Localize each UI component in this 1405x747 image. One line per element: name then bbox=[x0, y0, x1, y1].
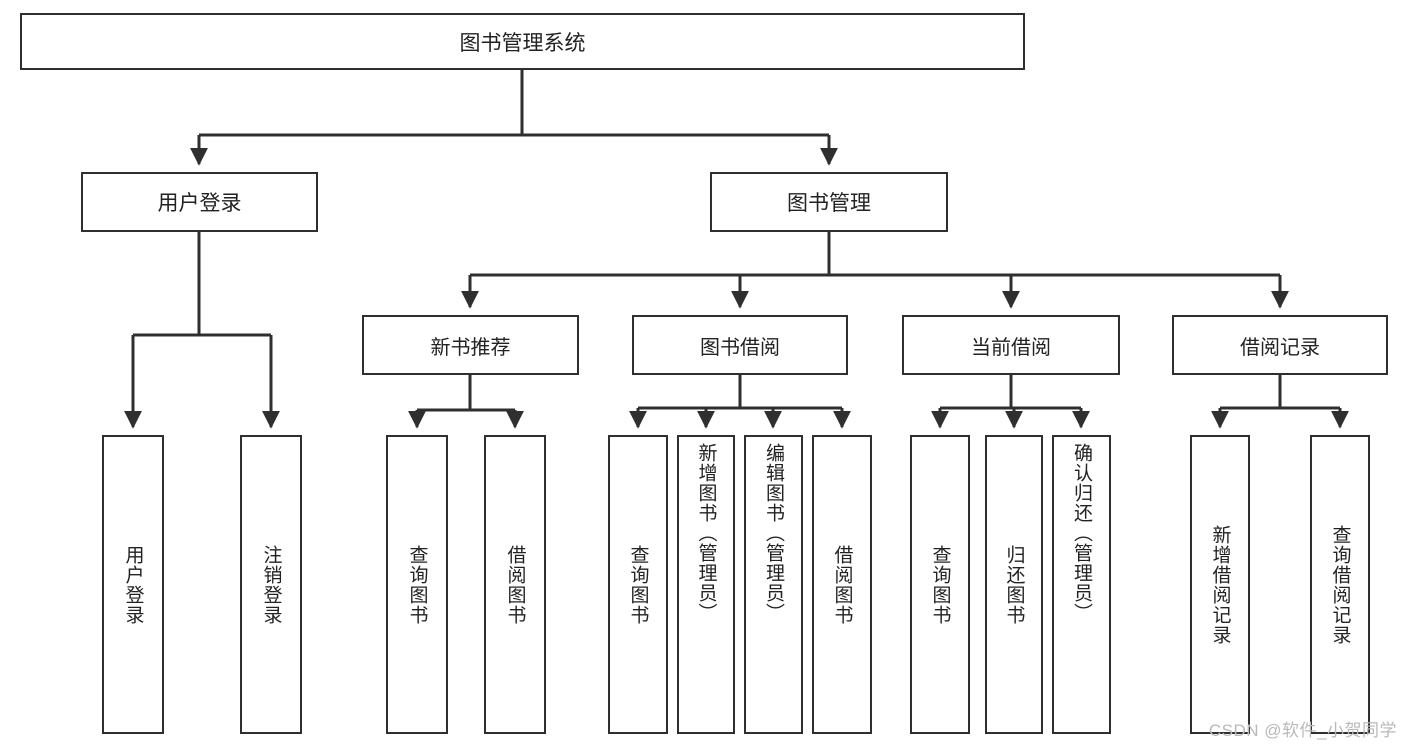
leaf-query-borrow-record[interactable]: 查询借阅记录 bbox=[1310, 435, 1370, 734]
leaf-borrow-books-borrowing-label: 借阅图书 bbox=[831, 544, 853, 625]
leaf-query-borrow-record-label: 查询借阅记录 bbox=[1329, 524, 1351, 645]
leaf-confirm-return-admin-label: 确认归还（管理员） bbox=[1071, 443, 1093, 623]
leaf-text-wrap: 新增借阅记录 bbox=[1192, 437, 1248, 732]
leaf-text-wrap: 归还图书 bbox=[987, 437, 1041, 732]
leaf-confirm-return-admin[interactable]: 确认归还（管理员） bbox=[1052, 435, 1111, 734]
leaf-borrow-books-recommend[interactable]: 借阅图书 bbox=[484, 435, 546, 734]
node-root-label: 图书管理系统 bbox=[459, 31, 586, 55]
node-book-management[interactable]: 图书管理 bbox=[710, 172, 948, 232]
node-book-management-label: 图书管理 bbox=[787, 192, 871, 215]
leaf-text-wrap: 查询图书 bbox=[610, 437, 666, 732]
node-book-borrowing-label: 图书借阅 bbox=[700, 336, 780, 359]
leaf-text-wrap: 借阅图书 bbox=[486, 437, 544, 732]
node-borrow-records-label: 借阅记录 bbox=[1240, 336, 1320, 359]
node-root[interactable]: 图书管理系统 bbox=[20, 13, 1025, 70]
leaf-query-books-borrowing[interactable]: 查询图书 bbox=[608, 435, 668, 734]
node-current-borrowing-label: 当前借阅 bbox=[971, 336, 1051, 359]
leaf-text-wrap: 确认归还（管理员） bbox=[1054, 437, 1109, 732]
leaf-query-books-current-label: 查询图书 bbox=[929, 544, 951, 625]
node-user-login[interactable]: 用户登录 bbox=[81, 172, 318, 232]
leaf-user-login[interactable]: 用户登录 bbox=[102, 435, 164, 734]
leaf-logout-label: 注销登录 bbox=[260, 544, 282, 625]
leaf-text-wrap: 借阅图书 bbox=[814, 437, 870, 732]
leaf-logout[interactable]: 注销登录 bbox=[240, 435, 302, 734]
watermark: CSDN @软件_小贺同学 bbox=[1208, 721, 1397, 740]
leaf-query-books-recommend-label: 查询图书 bbox=[406, 544, 428, 625]
node-user-login-label: 用户登录 bbox=[157, 192, 242, 215]
leaf-text-wrap: 用户登录 bbox=[104, 437, 162, 732]
leaf-return-books-label: 归还图书 bbox=[1003, 544, 1025, 625]
leaf-add-book-admin[interactable]: 新增图书（管理员） bbox=[677, 435, 735, 734]
leaf-borrow-books-borrowing[interactable]: 借阅图书 bbox=[812, 435, 872, 734]
leaf-text-wrap: 编辑图书（管理员） bbox=[746, 437, 801, 732]
node-new-book-recommendation-label: 新书推荐 bbox=[430, 336, 511, 359]
leaf-user-login-label: 用户登录 bbox=[122, 544, 144, 625]
leaf-text-wrap: 查询图书 bbox=[388, 437, 446, 732]
leaf-edit-book-admin[interactable]: 编辑图书（管理员） bbox=[744, 435, 803, 734]
node-borrow-records[interactable]: 借阅记录 bbox=[1172, 315, 1388, 375]
leaf-return-books[interactable]: 归还图书 bbox=[985, 435, 1043, 734]
leaf-add-borrow-record-label: 新增借阅记录 bbox=[1209, 524, 1231, 645]
leaf-text-wrap: 查询图书 bbox=[912, 437, 968, 732]
leaf-text-wrap: 新增图书（管理员） bbox=[679, 437, 733, 732]
leaf-query-books-current[interactable]: 查询图书 bbox=[910, 435, 970, 734]
leaf-query-books-recommend[interactable]: 查询图书 bbox=[386, 435, 448, 734]
leaf-edit-book-admin-label: 编辑图书（管理员） bbox=[763, 443, 785, 623]
leaf-add-book-admin-label: 新增图书（管理员） bbox=[695, 443, 717, 623]
leaf-query-books-borrowing-label: 查询图书 bbox=[627, 544, 649, 625]
node-current-borrowing[interactable]: 当前借阅 bbox=[902, 315, 1120, 375]
leaf-text-wrap: 注销登录 bbox=[242, 437, 300, 732]
node-book-borrowing[interactable]: 图书借阅 bbox=[632, 315, 848, 375]
leaf-add-borrow-record[interactable]: 新增借阅记录 bbox=[1190, 435, 1250, 734]
leaf-text-wrap: 查询借阅记录 bbox=[1312, 437, 1368, 732]
leaf-borrow-books-recommend-label: 借阅图书 bbox=[504, 544, 526, 625]
node-new-book-recommendation[interactable]: 新书推荐 bbox=[362, 315, 579, 375]
